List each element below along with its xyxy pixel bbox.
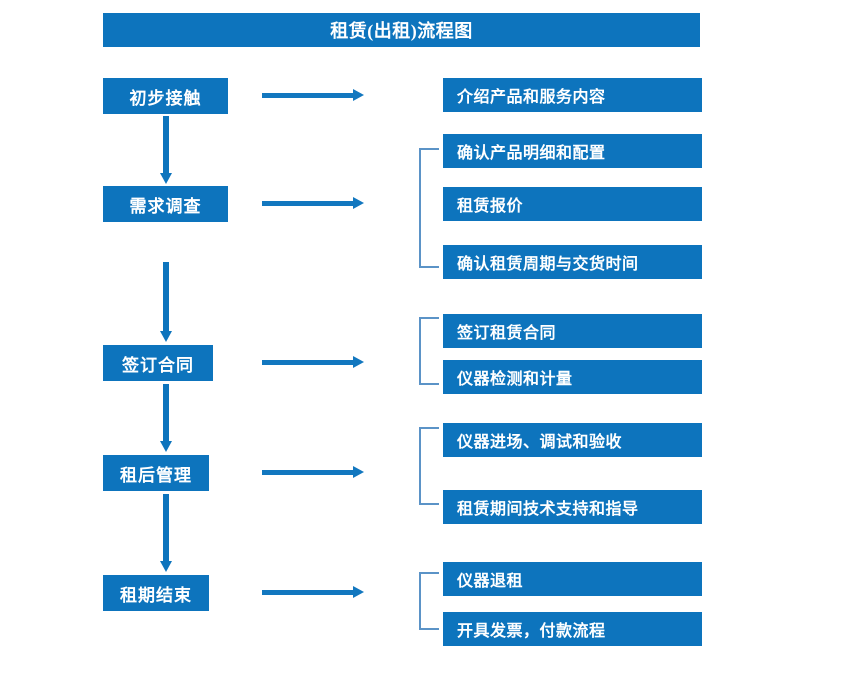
stage-box-4[interactable]: 租后管理 <box>103 455 209 491</box>
detail-box-8[interactable]: 租赁期间技术支持和指导 <box>443 490 702 524</box>
detail-box-5[interactable]: 签订租赁合同 <box>443 314 702 348</box>
down-arrow-3-to-4 <box>160 384 172 452</box>
group-bracket-stage-2 <box>419 148 439 268</box>
stage-box-3[interactable]: 签订合同 <box>103 345 213 381</box>
right-arrow-stage-4 <box>262 466 364 478</box>
group-bracket-stage-3 <box>419 317 439 385</box>
detail-box-3[interactable]: 租赁报价 <box>443 187 702 221</box>
stage-box-2[interactable]: 需求调查 <box>103 186 228 222</box>
detail-box-7[interactable]: 仪器进场、调试和验收 <box>443 423 702 457</box>
stage-box-1[interactable]: 初步接触 <box>103 78 228 114</box>
right-arrow-stage-5 <box>262 586 364 598</box>
down-arrow-2-to-3 <box>160 262 172 342</box>
detail-box-6[interactable]: 仪器检测和计量 <box>443 360 702 394</box>
down-arrow-4-to-5 <box>160 494 172 572</box>
right-arrow-stage-1 <box>262 89 364 101</box>
detail-box-1[interactable]: 介绍产品和服务内容 <box>443 78 702 112</box>
chart-title: 租赁(出租)流程图 <box>103 13 700 47</box>
detail-box-2[interactable]: 确认产品明细和配置 <box>443 134 702 168</box>
detail-box-9[interactable]: 仪器退租 <box>443 562 702 596</box>
group-bracket-stage-4 <box>419 427 439 505</box>
stage-box-5[interactable]: 租期结束 <box>103 575 209 611</box>
detail-box-4[interactable]: 确认租赁周期与交货时间 <box>443 245 702 279</box>
detail-box-10[interactable]: 开具发票，付款流程 <box>443 612 702 646</box>
down-arrow-1-to-2 <box>160 116 172 184</box>
right-arrow-stage-3 <box>262 356 364 368</box>
right-arrow-stage-2 <box>262 197 364 209</box>
group-bracket-stage-5 <box>419 572 439 630</box>
